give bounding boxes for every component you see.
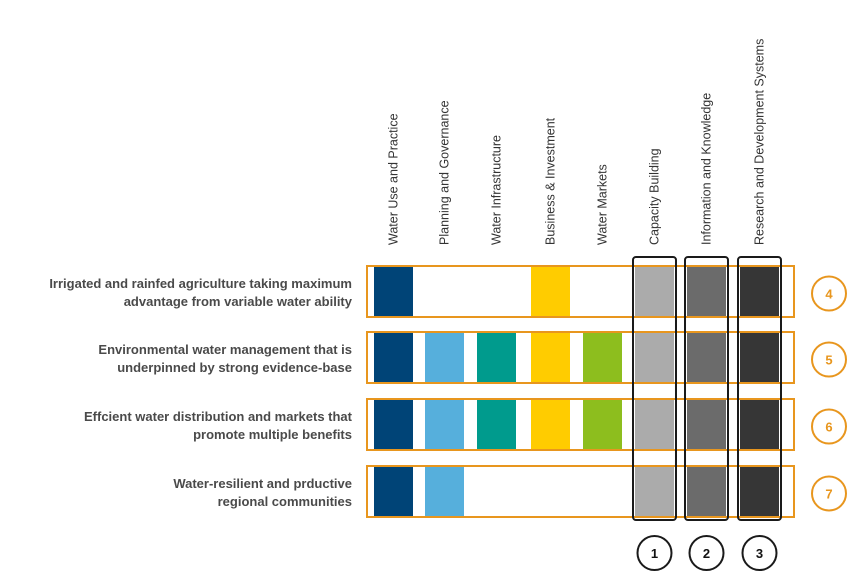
column-label: Information and Knowledge [700,93,714,245]
column-label: Water Markets [596,164,610,245]
outcome-number-badge [811,408,847,445]
outcome-row-outline [366,331,795,384]
outcome-cell [583,333,622,382]
outcome-number-badge [811,341,847,378]
enabler-column-outline [684,256,729,521]
outcome-number: 4 [825,287,833,302]
outcome-label: regional communities [218,494,352,509]
outcome-number-badge [811,275,847,312]
outcome-cell [425,467,464,516]
outcome-label: Effcient water distribution and markets … [84,409,353,424]
column-label: Planning and Governance [438,100,452,245]
enabler-number: 1 [651,546,658,561]
outcome-row-outline [366,465,795,518]
outcome-cell [425,400,464,449]
outcome-cell [531,400,570,449]
outcome-cell [374,467,413,516]
outcome-cell [477,400,516,449]
column-label: Capacity Building [648,148,662,245]
outcome-label: promote multiple benefits [193,427,352,442]
enabler-column-outline [632,256,677,521]
outcome-cell [531,333,570,382]
outcome-cell [687,467,726,516]
enabler-number-badge [636,535,673,571]
outcome-cell [374,333,413,382]
outcome-cell [531,267,570,316]
outcome-cell [687,267,726,316]
outcome-label: Water-resilient and prductive [173,476,352,491]
enabler-number: 3 [756,546,763,561]
enabler-number-badge [741,535,778,571]
outcome-label: underpinned by strong evidence-base [117,360,352,375]
outcome-cell [635,400,674,449]
enabler-column-outline [737,256,782,521]
enabler-number-badge [688,535,725,571]
outcome-number-badge [811,475,847,512]
column-label: Water Use and Practice [387,113,401,245]
outcome-cell [635,267,674,316]
outcome-row-outline [366,265,795,318]
outcome-cell [635,467,674,516]
outcome-label: advantage from variable water ability [124,294,353,309]
outcome-row-outline [366,398,795,451]
column-label: Research and Development Systems [753,39,767,245]
outcome-cell [374,267,413,316]
outcome-cell [635,333,674,382]
outcome-cell [583,400,622,449]
outcome-number: 7 [825,487,832,502]
outcome-label: Environmental water management that is [98,342,352,357]
outcome-cell [740,467,779,516]
outcome-cell [477,333,516,382]
outcome-cell [425,333,464,382]
outcome-cell [687,400,726,449]
column-label: Water Infrastructure [490,135,504,245]
enabler-number: 2 [703,546,710,561]
outcome-cell [740,400,779,449]
outcome-number: 6 [825,420,832,435]
outcome-number: 5 [825,353,832,368]
outcome-cell [740,267,779,316]
outcome-cell [687,333,726,382]
outcome-label: Irrigated and rainfed agriculture taking… [49,276,352,291]
column-label: Business & Investment [544,117,558,245]
outcome-cell [740,333,779,382]
outcome-cell [374,400,413,449]
